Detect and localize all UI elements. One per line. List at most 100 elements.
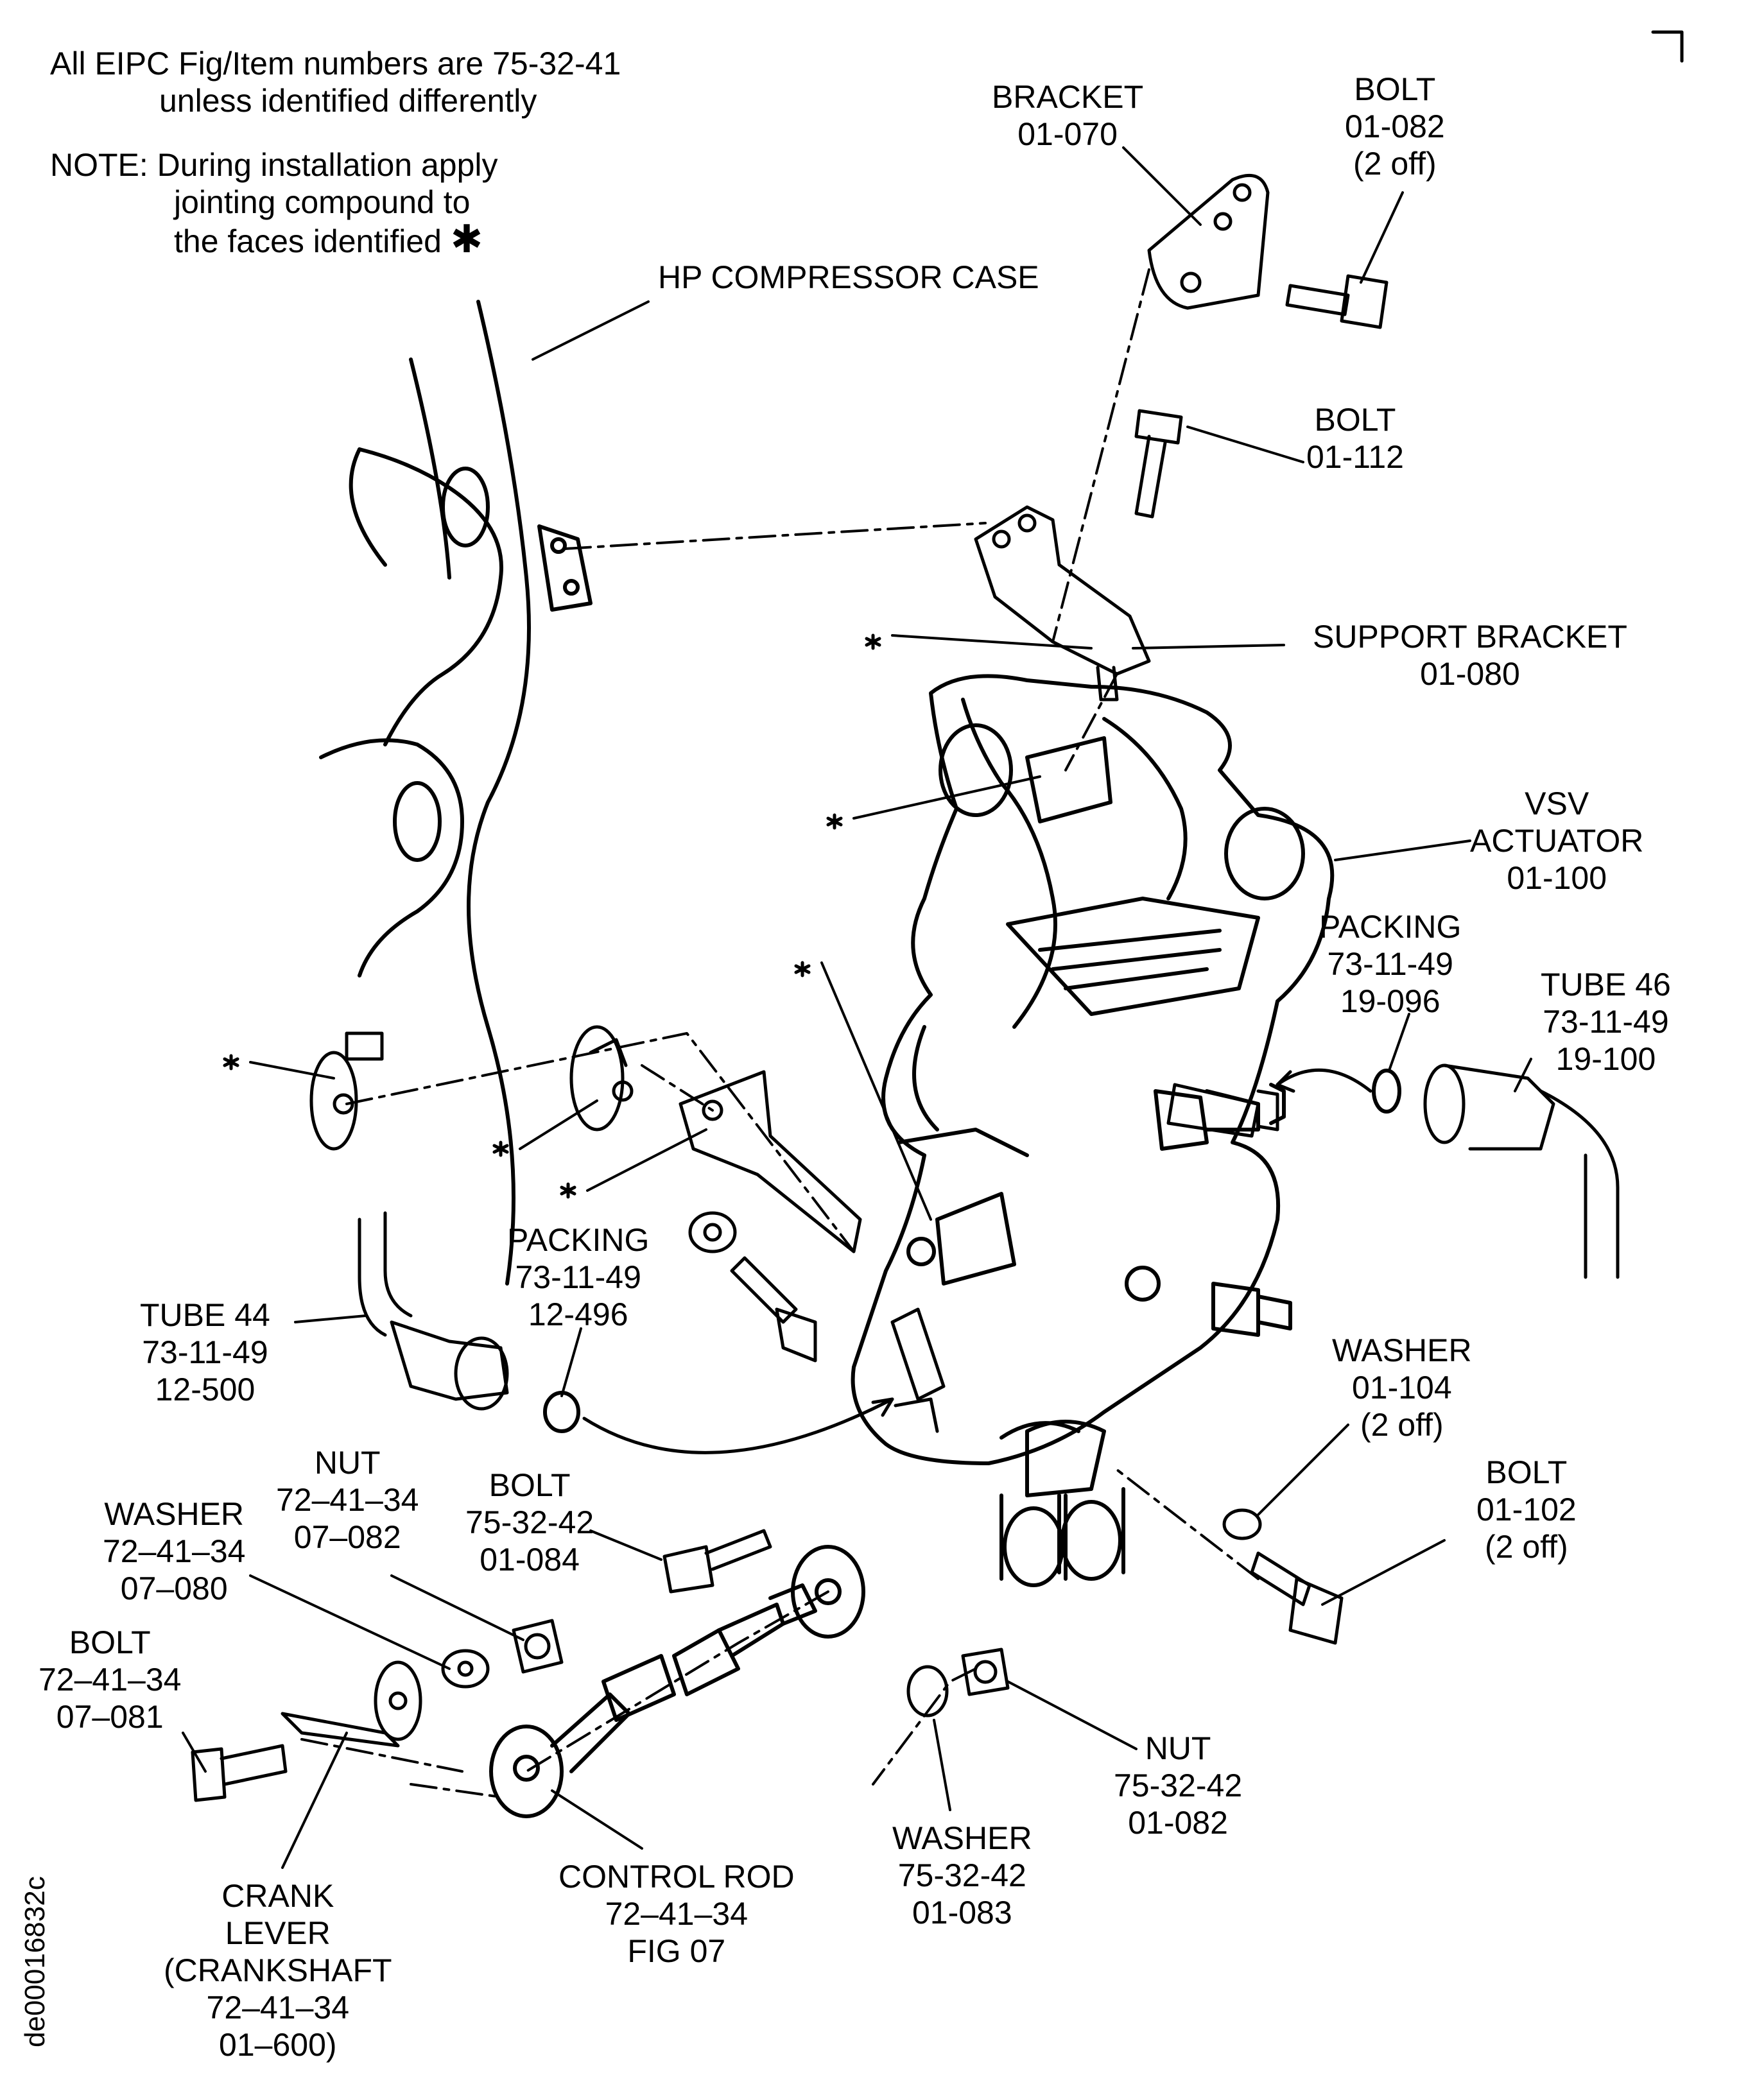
arrow-head-19-096 xyxy=(1276,1070,1295,1093)
label-line: 01-102 xyxy=(1476,1492,1577,1528)
note-line-3-wrap: the faces identified ✱ xyxy=(50,218,498,261)
tube-44 xyxy=(358,1211,509,1411)
crank-lever xyxy=(281,1660,422,1748)
label-line: 72–41–34 xyxy=(39,1662,182,1698)
bolt-75-32-42-01-084 xyxy=(662,1529,772,1594)
label-line: BOLT xyxy=(1354,71,1436,107)
label-line: (2 off) xyxy=(1485,1529,1568,1565)
label-hp-compressor-case: HP COMPRESSOR CASE xyxy=(658,259,1039,296)
bracket-01-070 xyxy=(1147,173,1270,310)
label-line: 73-11-49 xyxy=(1543,1004,1669,1040)
note-line-2: jointing compound to xyxy=(174,184,471,220)
label-line: ACTUATOR xyxy=(1470,823,1644,859)
label-line: 01-100 xyxy=(1507,860,1607,896)
label-line: 01-082 xyxy=(1128,1805,1228,1841)
label-line: 01-070 xyxy=(1017,116,1118,152)
header-line-1: All EIPC Fig/Item numbers are 75-32-41 xyxy=(50,46,621,82)
label-line: CRANK xyxy=(221,1878,334,1914)
label-line: (CRANKSHAFT xyxy=(164,1952,392,1988)
label-line: 12-496 xyxy=(528,1296,628,1332)
label-line: 01-084 xyxy=(480,1542,580,1578)
packing-12-496 xyxy=(543,1391,580,1433)
label-line: 72–41–34 xyxy=(276,1482,419,1518)
label-line: VSV xyxy=(1525,786,1589,822)
label-line: BOLT xyxy=(1485,1454,1568,1490)
label-line: NUT xyxy=(314,1445,381,1481)
label-line: TUBE 46 xyxy=(1541,967,1671,1003)
label-line: HP COMPRESSOR CASE xyxy=(658,259,1039,295)
label-line: LEVER xyxy=(225,1915,331,1951)
bolt-01-102 xyxy=(1250,1551,1344,1645)
fitting-upper-right xyxy=(1166,1083,1279,1138)
nut-75-32-42 xyxy=(961,1648,1010,1696)
alignment-lines xyxy=(300,268,1259,1798)
label-line: 12-500 xyxy=(155,1372,255,1407)
label-line: 73-11-49 xyxy=(1327,946,1453,982)
label-line: 01-080 xyxy=(1420,656,1520,692)
washer-75-32-42 xyxy=(906,1665,949,1717)
label-line: 72–41–34 xyxy=(103,1533,246,1569)
packing-19-096 xyxy=(1372,1069,1401,1114)
label-line: 73-11-49 xyxy=(142,1334,268,1370)
label-line: BOLT xyxy=(489,1467,571,1503)
control-rod xyxy=(489,1545,865,1818)
label-line: WASHER xyxy=(104,1496,245,1532)
note-line-1: NOTE: During installation apply xyxy=(50,147,498,183)
header-note: All EIPC Fig/Item numbers are 75-32-41 u… xyxy=(50,45,621,119)
label-line: 75-32-42 xyxy=(465,1504,594,1540)
arrow-packing-19-096 xyxy=(1276,1068,1372,1093)
vsv-actuator-01-100 xyxy=(851,674,1335,1587)
label-line: BRACKET xyxy=(992,79,1144,115)
label-line: CONTROL ROD xyxy=(558,1859,795,1895)
jointing-compound-markers xyxy=(223,633,881,1199)
label-line: BOLT xyxy=(1314,402,1396,438)
label-line: 01-083 xyxy=(912,1895,1012,1931)
label-line: SUPPORT BRACKET xyxy=(1313,619,1627,655)
label-line: BOLT xyxy=(69,1624,151,1660)
label-line: 19-100 xyxy=(1555,1041,1656,1077)
label-line: 07–081 xyxy=(56,1699,164,1735)
leader-lines xyxy=(182,146,1532,1869)
corner-mark xyxy=(1651,30,1684,63)
label-line: 07–080 xyxy=(120,1571,228,1606)
asterisk-symbol: ✱ xyxy=(450,218,483,261)
label-line: NUT xyxy=(1145,1730,1211,1766)
label-line: 07–082 xyxy=(293,1519,401,1555)
tube-46 xyxy=(1423,1063,1620,1279)
support-bracket-01-080 xyxy=(974,505,1151,701)
label-line: 01-112 xyxy=(1306,439,1404,475)
label-line: PACKING xyxy=(1319,909,1462,945)
washer-01-104 xyxy=(1222,1508,1262,1540)
bolt-01-112 xyxy=(1134,409,1183,519)
label-line: 75-32-42 xyxy=(897,1857,1026,1893)
locating-plates xyxy=(309,1025,862,1253)
label-line: 73-11-49 xyxy=(515,1259,641,1295)
label-line: (2 off) xyxy=(1360,1407,1444,1443)
note-line-3: the faces identified xyxy=(174,223,442,259)
installation-note: NOTE: During installation apply jointing… xyxy=(50,146,498,260)
hp-compressor-case xyxy=(319,300,593,1286)
washer-72-41-34 xyxy=(441,1649,490,1689)
label-line: 01-104 xyxy=(1351,1370,1452,1406)
label-line: WASHER xyxy=(892,1820,1032,1856)
label-line: 72–41–34 xyxy=(206,1990,350,2026)
